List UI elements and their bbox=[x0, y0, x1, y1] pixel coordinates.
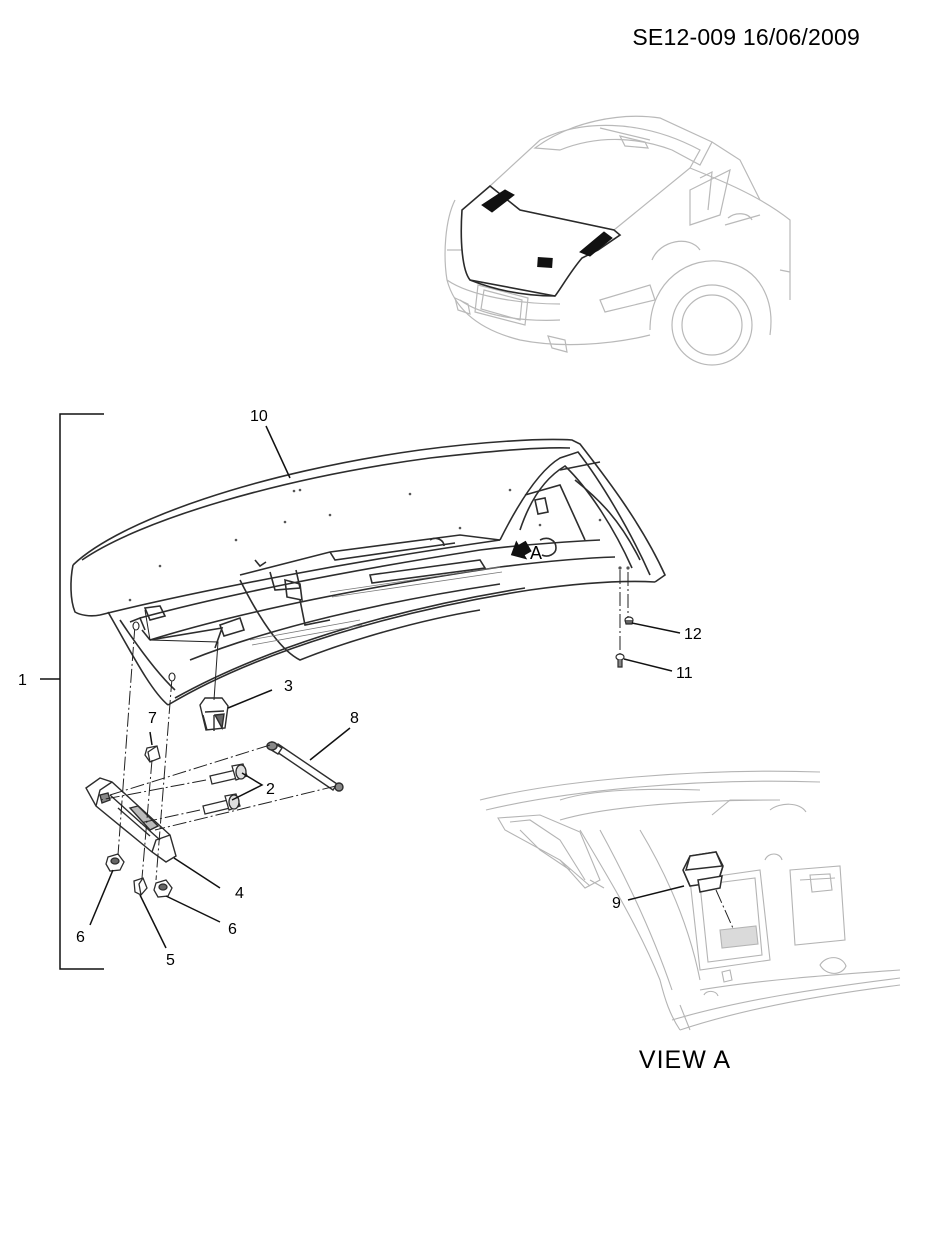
nut-part-7 bbox=[144, 745, 161, 763]
bumper-bracket-lines bbox=[144, 609, 219, 701]
callout-1: 1 bbox=[18, 672, 27, 689]
callout-3: 3 bbox=[284, 678, 293, 695]
view-a-caption: VIEW A bbox=[638, 1046, 732, 1074]
callout-2: 2 bbox=[266, 781, 275, 798]
view-a-detail bbox=[479, 770, 901, 1031]
nut-part-6-left bbox=[105, 853, 125, 872]
view-a-arrow bbox=[510, 540, 532, 560]
callout-12: 12 bbox=[684, 626, 702, 643]
callout-6-left: 6 bbox=[76, 929, 85, 946]
callout-6-right: 6 bbox=[228, 921, 237, 938]
bumper-stop-part-3 bbox=[199, 697, 229, 731]
view-a-marker-label: A bbox=[530, 543, 542, 563]
callout-4: 4 bbox=[235, 885, 244, 902]
bulb-socket-part-9 bbox=[682, 851, 724, 893]
clip-part-12 bbox=[624, 616, 634, 625]
callout-10: 10 bbox=[250, 408, 268, 425]
callout-5: 5 bbox=[166, 952, 175, 969]
assembly-lines bbox=[99, 570, 737, 936]
nut-part-5 bbox=[133, 877, 148, 896]
screw-part-11 bbox=[615, 653, 625, 668]
trunk-lid bbox=[70, 438, 667, 706]
leader-lines bbox=[89, 425, 685, 949]
trunk-lid-stiffener bbox=[249, 566, 503, 646]
trunk-lid-holes bbox=[128, 488, 630, 602]
callout-labels: 1 2 3 4 5 6 6 7 8 9 10 11 12 A bbox=[18, 408, 702, 969]
vehicle-highlighted-parts bbox=[481, 189, 613, 269]
assembly-bracket-1 bbox=[40, 413, 104, 970]
callout-9: 9 bbox=[612, 895, 621, 912]
bracket-fasteners bbox=[132, 621, 176, 682]
diagram-code-date: SE12-009 16/06/2009 bbox=[632, 24, 860, 50]
bolts-part-2 bbox=[202, 763, 248, 815]
callout-11: 11 bbox=[676, 665, 693, 682]
hinge-part-4 bbox=[85, 777, 177, 863]
callout-7: 7 bbox=[148, 710, 157, 727]
gas-strut-part-8 bbox=[266, 741, 344, 792]
callout-8: 8 bbox=[350, 710, 359, 727]
nut-part-6-right bbox=[153, 879, 173, 898]
vehicle-overview bbox=[444, 115, 791, 366]
